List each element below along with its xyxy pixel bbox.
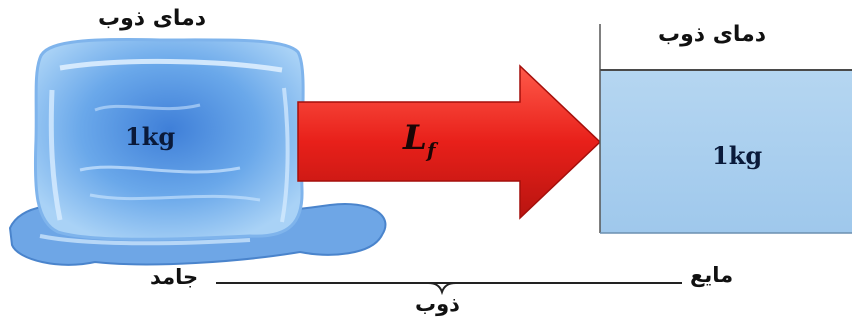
latent-heat-label: Lf [403,118,436,162]
liquid-label: مایع [690,263,733,287]
latent-heat-subscript: f [427,138,436,162]
ice-mass-label: 1kg [125,122,175,151]
left-temperature-label: دمای ذوب [98,6,206,31]
latent-heat-symbol: L [403,118,427,158]
melting-label: ذوب [415,292,460,316]
water-container [600,24,852,233]
right-temperature-label: دمای ذوب [658,22,766,47]
water-mass-label: 1kg [712,141,762,170]
phase-bracket [216,283,682,292]
right-arrow-icon [298,66,600,218]
solid-label: جامد [150,265,198,289]
